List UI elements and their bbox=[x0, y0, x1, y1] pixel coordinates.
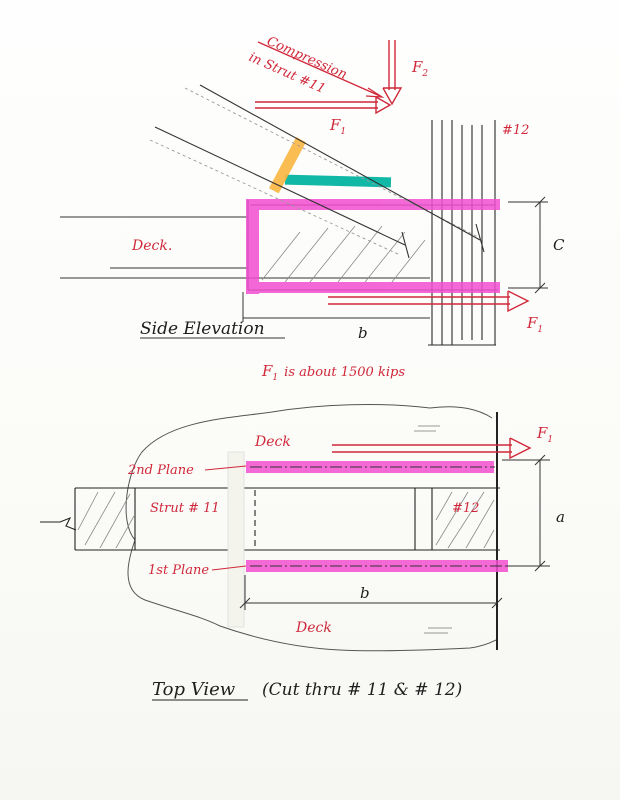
strut-11-diagonal bbox=[149, 84, 485, 259]
top-view: Deck F1 2nd Plane Strut # 11 #12 a 1st P… bbox=[40, 404, 565, 701]
node-block bbox=[247, 200, 498, 291]
member-12-top-label: #12 bbox=[452, 501, 479, 516]
member-12-hatch bbox=[435, 491, 495, 549]
f1-arrow-top bbox=[255, 96, 392, 115]
dim-c bbox=[508, 196, 548, 294]
member-12-column bbox=[428, 120, 496, 346]
dim-b-top bbox=[239, 575, 503, 610]
strut-11-label: Strut # 11 bbox=[150, 501, 220, 516]
teal-marker bbox=[284, 174, 392, 188]
f1-right-label: F1 bbox=[526, 314, 543, 335]
side-elevation-title: Side Elevation bbox=[140, 319, 265, 339]
dim-b-side-label: b bbox=[358, 324, 368, 342]
member-12-label: #12 bbox=[502, 123, 529, 138]
dim-c-label: C bbox=[553, 236, 565, 254]
deck-label-side: Deck. bbox=[131, 238, 172, 254]
deck-label-top: Deck bbox=[254, 434, 291, 450]
strut-hatch-left bbox=[77, 491, 135, 549]
dim-b-top-label: b bbox=[360, 584, 370, 602]
dim-b-side bbox=[242, 292, 430, 322]
orange-marker bbox=[268, 137, 306, 194]
deck-break-outline bbox=[125, 404, 497, 652]
plane-2-label: 2nd Plane bbox=[127, 463, 194, 478]
f2-arrow bbox=[382, 40, 403, 106]
f1-arrow-topview bbox=[332, 437, 532, 460]
plane-leaders bbox=[204, 465, 247, 571]
top-view-subtitle: (Cut thru # 11 & # 12) bbox=[262, 680, 462, 700]
plane-1-label: 1st Plane bbox=[148, 563, 209, 578]
plane-centerlines bbox=[250, 466, 505, 567]
deck-texture-marks bbox=[414, 425, 452, 634]
dim-a-label: a bbox=[556, 508, 565, 526]
strut-11-plan bbox=[40, 487, 500, 551]
side-elevation: Compression in Strut #11 F2 F1 #12 Deck.… bbox=[60, 34, 565, 346]
f1-arrow-right bbox=[328, 290, 530, 313]
tape-strip bbox=[227, 451, 245, 628]
deck-lines-side bbox=[60, 216, 430, 319]
f1-topview-label: F1 bbox=[536, 424, 553, 445]
compression-arrow bbox=[257, 41, 385, 98]
deck-label-bottom: Deck bbox=[295, 620, 332, 636]
f2-label: F2 bbox=[411, 58, 428, 79]
dim-a bbox=[502, 454, 550, 572]
f1-top-label: F1 bbox=[329, 116, 346, 137]
magenta-highlight-side bbox=[246, 199, 500, 294]
top-view-title: Top View bbox=[152, 679, 236, 700]
